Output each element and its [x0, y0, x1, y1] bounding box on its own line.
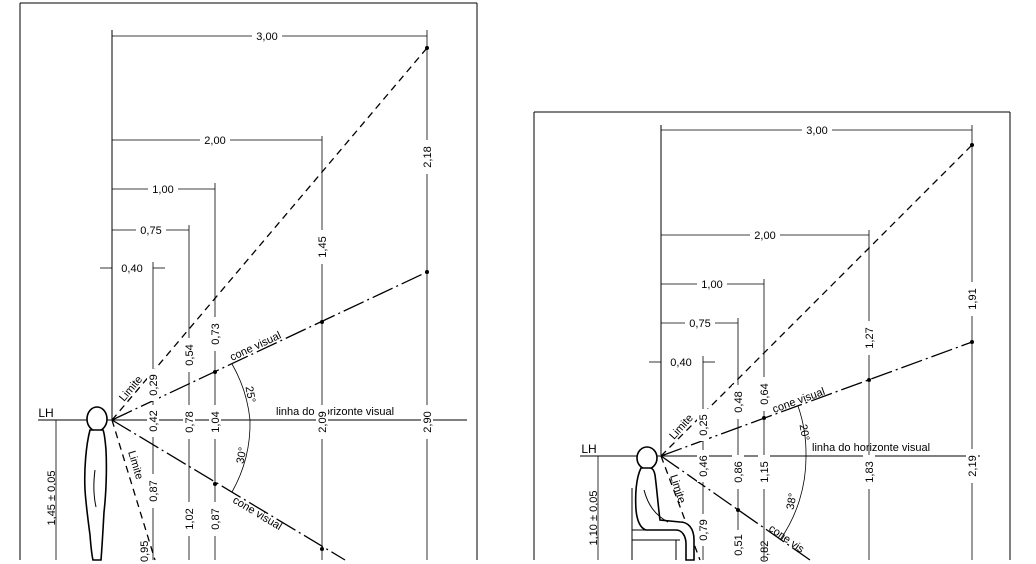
angle-upper: 20° — [797, 423, 812, 441]
left-cone-upper-line — [111, 271, 428, 421]
dim-2-00: 2,00 — [204, 135, 225, 147]
left-upper-angle-arc — [231, 363, 251, 421]
svg-text:1,27: 1,27 — [864, 327, 876, 348]
left-below-values: 0,87 1,02 0,87 0,95 — [139, 474, 222, 562]
svg-text:1,02: 1,02 — [184, 508, 196, 529]
svg-text:2,90: 2,90 — [422, 411, 434, 432]
standing-panel: 3,00 2,00 1,00 0,75 0,40 LH linha do hor… — [19, 2, 478, 562]
left-lower-values: 2,90 2,09 1,04 0,78 0,42 — [147, 405, 434, 439]
limite-lower-label: Limite — [667, 473, 687, 505]
svg-text:0,51: 0,51 — [733, 534, 745, 555]
svg-text:1,83: 1,83 — [864, 461, 876, 482]
svg-text:0,79: 0,79 — [698, 519, 710, 540]
right-lower-limit-line — [660, 455, 701, 561]
svg-text:0,78: 0,78 — [184, 411, 196, 432]
dim-3-00: 3,00 — [806, 125, 827, 137]
limite-upper-label: Limite — [117, 374, 145, 404]
right-upper-values: 1,91 1,27 0,64 0,48 0,25 — [697, 282, 979, 441]
svg-text:0,86: 0,86 — [733, 461, 745, 482]
right-lower-angle-arc — [779, 455, 807, 541]
horizon-label: linha do horizonte visual — [276, 406, 394, 418]
angle-lower: 38° — [785, 492, 800, 510]
horizon-label: linha do horizonte visual — [812, 442, 930, 454]
dim-1-00: 1,00 — [701, 279, 722, 291]
svg-text:0,25: 0,25 — [698, 414, 710, 435]
svg-text:0,42: 0,42 — [148, 410, 160, 431]
svg-text:1,45: 1,45 — [317, 236, 329, 257]
height-dim: 1,10 ± 0,05 — [588, 491, 600, 546]
angle-upper: 25° — [243, 385, 258, 403]
svg-text:2,18: 2,18 — [422, 146, 434, 167]
svg-text:2,09: 2,09 — [317, 411, 329, 432]
left-upper-values: 2,18 1,45 0,73 0,54 0,29 — [147, 140, 434, 401]
svg-text:0,46: 0,46 — [698, 455, 710, 476]
dim-3-00: 3,00 — [256, 31, 277, 43]
cone-upper-label: cone visual — [771, 386, 827, 416]
right-upper-angle-arc — [797, 405, 807, 457]
svg-text:0,29: 0,29 — [148, 374, 160, 395]
right-cone-lower-line — [660, 455, 811, 561]
right-below-values: 0,79 0,51 0,82 — [697, 514, 771, 562]
svg-text:0,73: 0,73 — [210, 323, 222, 344]
lh-label: LH — [581, 442, 596, 456]
svg-text:0,82: 0,82 — [759, 541, 771, 562]
seated-panel: 3,00 2,00 1,00 0,75 0,40 LH linha do hor… — [533, 111, 1011, 562]
angle-lower: 30° — [235, 446, 250, 464]
right-cone-upper-line — [660, 341, 973, 457]
limite-upper-label: Limite — [667, 412, 696, 442]
cone-lower-label: cone visual — [230, 494, 283, 533]
right-lower-values: 2,19 1,83 1,15 0,86 0,46 — [697, 449, 979, 489]
svg-text:1,15: 1,15 — [759, 461, 771, 482]
limite-lower-label: Limite — [125, 449, 145, 481]
svg-text:0,54: 0,54 — [184, 344, 196, 365]
svg-text:0,64: 0,64 — [759, 383, 771, 404]
lh-label: LH — [38, 406, 53, 420]
dim-0-40: 0,40 — [670, 357, 691, 369]
svg-text:1,91: 1,91 — [967, 288, 979, 309]
svg-text:1,04: 1,04 — [210, 411, 222, 432]
dim-0-75: 0,75 — [140, 225, 161, 237]
left-upper-limit-line — [111, 47, 428, 421]
cone-lower-label: cone vis — [766, 523, 806, 556]
left-lower-angle-arc — [231, 419, 251, 493]
cone-upper-label: cone visual — [228, 330, 283, 364]
svg-text:0,48: 0,48 — [733, 391, 745, 412]
right-upper-limit-line — [660, 144, 973, 457]
dim-2-00: 2,00 — [754, 230, 775, 242]
svg-text:0,87: 0,87 — [148, 480, 160, 501]
height-dim: 1,45 ± 0,05 — [46, 471, 58, 526]
dim-1-00: 1,00 — [152, 184, 173, 196]
seated-person-figure — [631, 446, 695, 561]
standing-person-figure — [83, 406, 108, 561]
svg-text:0,87: 0,87 — [210, 508, 222, 529]
svg-text:2,19: 2,19 — [967, 455, 979, 476]
dim-0-40: 0,40 — [121, 263, 142, 275]
svg-text:0,95: 0,95 — [139, 541, 151, 562]
left-lower-limit-line — [111, 419, 156, 561]
left-cone-lower-line — [111, 419, 346, 561]
dim-0-75: 0,75 — [689, 318, 710, 330]
